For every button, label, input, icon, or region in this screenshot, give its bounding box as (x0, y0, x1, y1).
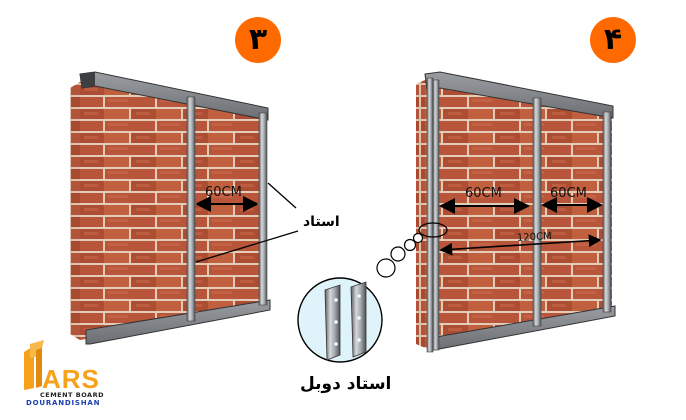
double-stud-detail (297, 277, 383, 363)
measurement-label: 60CM (205, 185, 242, 200)
logo-name: ARS (42, 364, 100, 394)
step-badge-3: ۳ (235, 17, 281, 63)
step-number: ۳ (248, 22, 268, 57)
stud-callout-label: استاد (303, 214, 340, 230)
logo-line-1: CEMENT BOARD (40, 391, 104, 399)
step-badge-4: ۴ (590, 17, 636, 63)
wall-panel-3 (70, 71, 299, 345)
wall-panel-4 (416, 71, 616, 353)
company-logo-mark (24, 340, 44, 390)
measurement-label: 120CM (516, 231, 552, 244)
logo-line-2: DOURANDISHAN (26, 399, 101, 407)
measurement-label: 60CM (465, 186, 502, 201)
step-number: ۴ (603, 22, 623, 57)
thought-bubbles (376, 232, 424, 278)
measurement-label: 60CM (550, 186, 587, 201)
double-stud-label: استاد دوبل (300, 374, 392, 394)
